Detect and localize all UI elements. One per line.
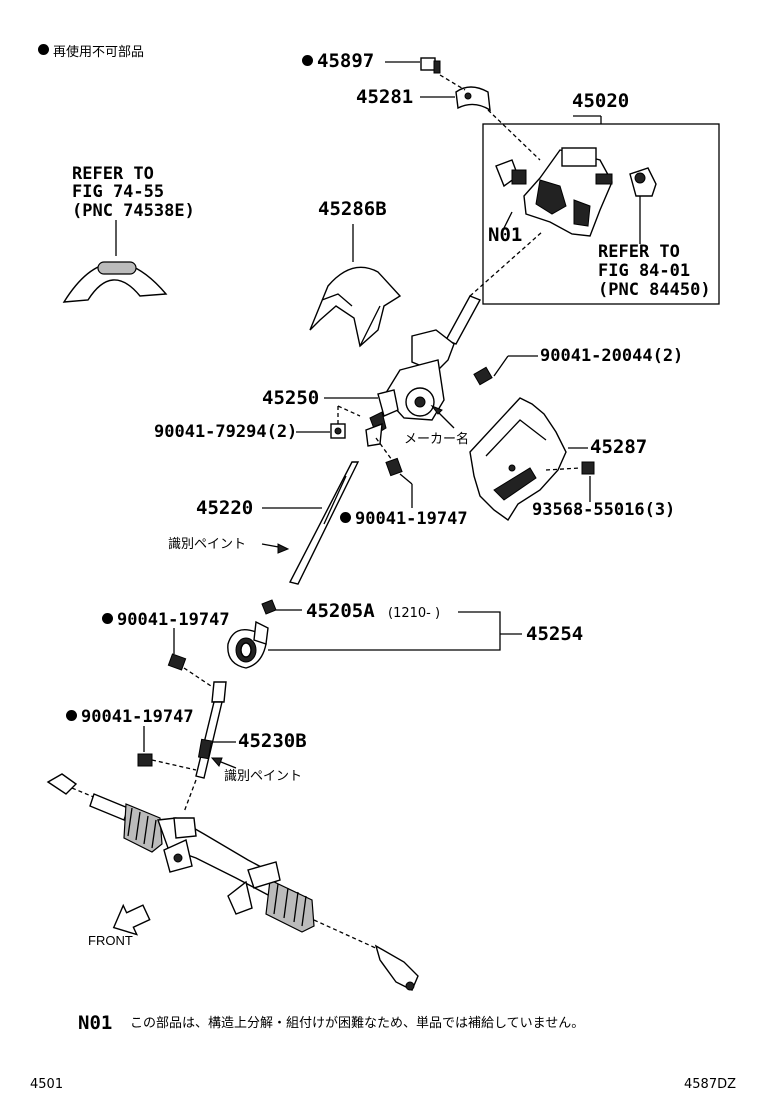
lower-shaft-45230b xyxy=(183,681,236,813)
steering-lock-45020 xyxy=(523,147,613,237)
bolt-90041-20044 xyxy=(473,355,538,386)
label-93568-55016: 93568-55016(3) xyxy=(532,500,676,520)
label-90041-20044: 90041-20044(2) xyxy=(540,346,684,366)
refer-84450-line1: REFER TO xyxy=(598,242,680,262)
bolt-90041-19747-b xyxy=(167,628,215,689)
footnote-text: この部品は、構造上分解・組付けが困難なため、単品では補給していません。 xyxy=(130,1016,585,1031)
grommet-45205a xyxy=(227,599,302,669)
bullet-icon xyxy=(38,44,49,55)
label-id-paint-1: 識別ペイント xyxy=(168,537,247,552)
label-45250: 45250 xyxy=(262,387,320,409)
label-id-paint-2: 識別ペイント xyxy=(224,769,303,784)
label-45220: 45220 xyxy=(196,497,254,519)
bracket-45281 xyxy=(420,86,491,112)
label-90041-79294: 90041-79294(2) xyxy=(154,422,298,442)
label-45230b: 45230B xyxy=(238,730,307,752)
label-90041-19747-b: 90041-19747 xyxy=(102,612,230,629)
footer-right-code: 4587DZ xyxy=(684,1077,736,1092)
non-reusable-dot-icon xyxy=(302,55,313,66)
non-reusable-dot-icon xyxy=(66,710,77,721)
front-arrow-icon xyxy=(112,903,151,936)
cover-ref-74538e xyxy=(62,261,168,303)
label-45897: 45897 xyxy=(302,52,374,71)
refer-74538e-line2: FIG 74-55 xyxy=(72,182,165,202)
bolt-45897 xyxy=(385,57,441,74)
non-reusable-dot-icon xyxy=(340,512,351,523)
steering-column-45250 xyxy=(365,295,481,447)
label-90041-19747-c: 90041-19747 xyxy=(66,709,194,726)
steering-rack-gear xyxy=(46,773,419,991)
label-45205a-date: (1210- ) xyxy=(388,606,441,621)
label-maker-name: メーカー名 xyxy=(404,432,470,447)
bolt-90041-19747-a xyxy=(375,437,413,508)
label-45254: 45254 xyxy=(526,623,584,645)
label-45286b: 45286B xyxy=(318,198,387,220)
refer-84450-line3: (PNC 84450) xyxy=(598,280,711,300)
label-45020: 45020 xyxy=(572,90,630,112)
label-45205a: 45205A xyxy=(306,600,375,622)
clip-93568-55016 xyxy=(545,461,595,502)
footnote-code: N01 xyxy=(78,1012,113,1034)
intermediate-shaft-45220 xyxy=(262,461,360,585)
non-reusable-dot-icon xyxy=(102,613,113,624)
label-45281: 45281 xyxy=(356,86,414,108)
refer-84450-line2: FIG 84-01 xyxy=(598,261,691,281)
part-n01 xyxy=(495,159,527,188)
label-45287: 45287 xyxy=(590,436,648,458)
label-90041-19747-a: 90041-19747 xyxy=(340,511,468,528)
ignition-switch-ref xyxy=(629,167,657,197)
label-n01: N01 xyxy=(488,224,523,246)
upper-cover-45286b xyxy=(309,266,402,348)
refer-74538e-line3: (PNC 74538E) xyxy=(72,201,195,221)
refer-74538e-line1: REFER TO xyxy=(72,164,154,184)
label-front: FRONT xyxy=(88,933,133,948)
nut-90041-79294 xyxy=(296,405,361,439)
lower-cover-45287 xyxy=(469,397,567,522)
footer-left-code: 4501 xyxy=(30,1077,64,1092)
legend-non-reusable: 再使用不可部品 xyxy=(38,44,144,59)
bolt-90041-19747-c xyxy=(137,726,197,771)
